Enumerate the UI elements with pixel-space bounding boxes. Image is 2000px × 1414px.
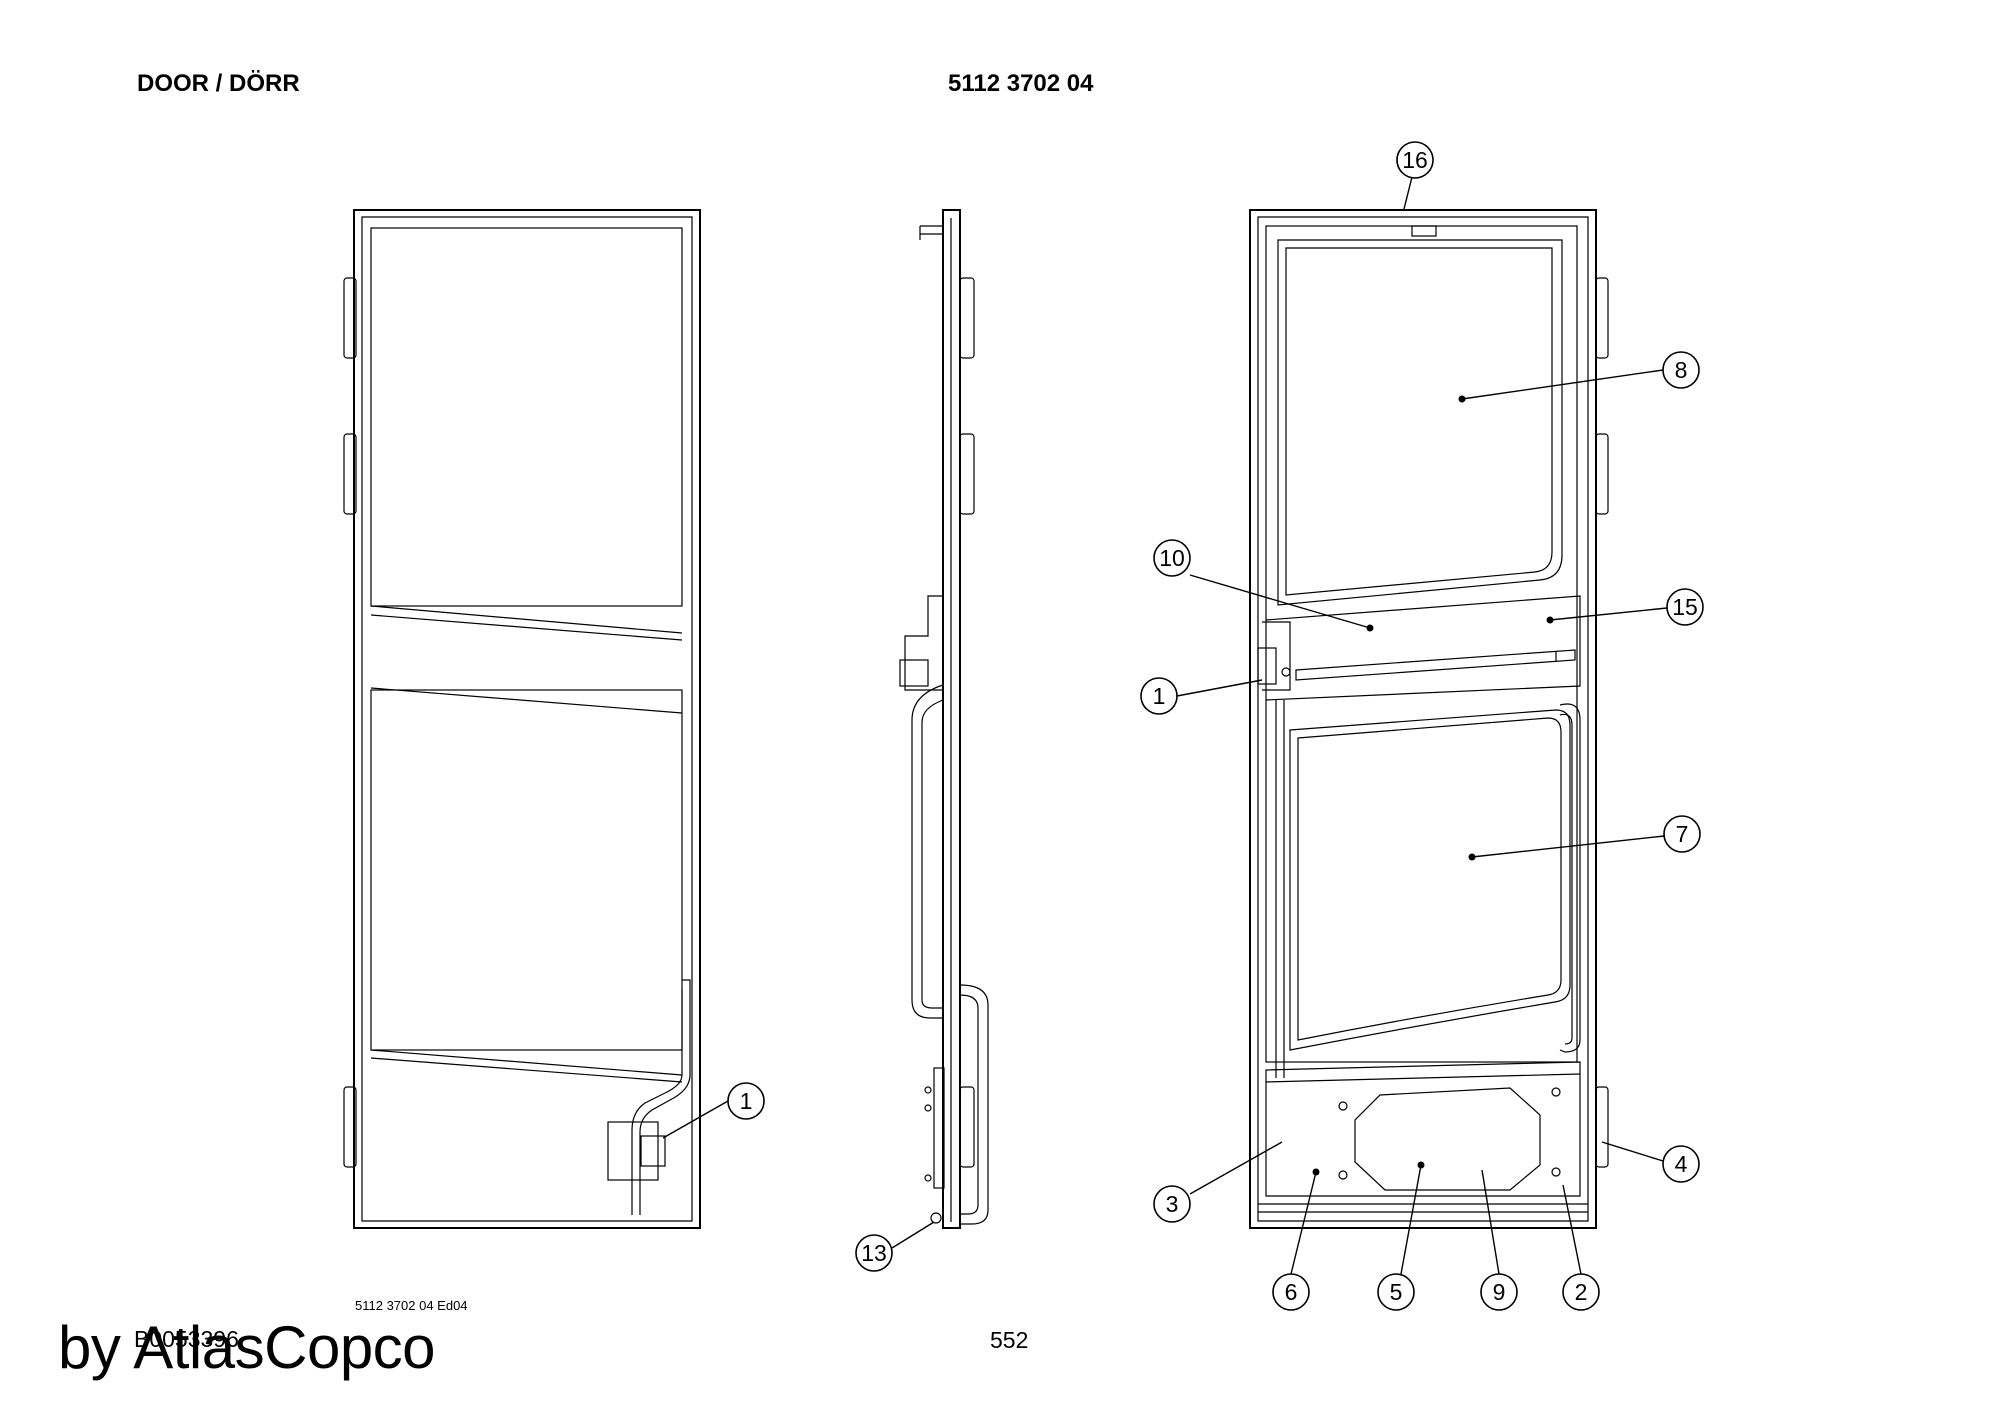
part-number: 5112 3702 04 bbox=[948, 70, 1094, 97]
svg-text:6: 6 bbox=[1285, 1279, 1298, 1305]
svg-text:9: 9 bbox=[1493, 1279, 1506, 1305]
svg-text:1: 1 bbox=[740, 1088, 753, 1114]
callout-3: 3 bbox=[1153, 1185, 1191, 1223]
door-exterior-view bbox=[343, 209, 701, 1229]
svg-text:5: 5 bbox=[1390, 1279, 1403, 1305]
callout-7: 7 bbox=[1663, 815, 1701, 853]
door-interior-view bbox=[1249, 209, 1609, 1229]
svg-text:10: 10 bbox=[1159, 545, 1185, 571]
callout-10: 10 bbox=[1153, 539, 1191, 577]
svg-text:4: 4 bbox=[1675, 1151, 1688, 1177]
svg-text:3: 3 bbox=[1166, 1191, 1179, 1217]
drawing-reference: 5112 3702 04 Ed04 bbox=[355, 1298, 468, 1313]
callout-4: 4 bbox=[1662, 1145, 1700, 1183]
svg-text:8: 8 bbox=[1675, 357, 1688, 383]
callout-16: 16 bbox=[1396, 141, 1434, 179]
svg-text:1: 1 bbox=[1153, 683, 1166, 709]
svg-text:2: 2 bbox=[1575, 1279, 1588, 1305]
callout-8: 8 bbox=[1662, 351, 1700, 389]
svg-text:13: 13 bbox=[861, 1240, 887, 1266]
callout-1-exterior: 1 bbox=[727, 1082, 765, 1120]
callout-6: 6 bbox=[1272, 1273, 1310, 1311]
brand-watermark: by AtlasCopco bbox=[58, 1314, 436, 1381]
drawing-code: B0053396 bbox=[134, 1326, 239, 1352]
callout-15: 15 bbox=[1666, 588, 1704, 626]
svg-text:7: 7 bbox=[1676, 821, 1689, 847]
callout-9: 9 bbox=[1480, 1273, 1518, 1311]
page-title: DOOR / DÖRR bbox=[137, 70, 300, 97]
door-side-view bbox=[899, 209, 989, 1229]
svg-text:16: 16 bbox=[1402, 147, 1428, 173]
svg-text:15: 15 bbox=[1672, 594, 1698, 620]
callout-leaders bbox=[662, 176, 1668, 1275]
callout-5: 5 bbox=[1377, 1273, 1415, 1311]
page-number: 552 bbox=[990, 1327, 1029, 1353]
callout-1-interior: 1 bbox=[1140, 677, 1178, 715]
callout-13: 13 bbox=[855, 1234, 893, 1272]
callout-2: 2 bbox=[1562, 1273, 1600, 1311]
